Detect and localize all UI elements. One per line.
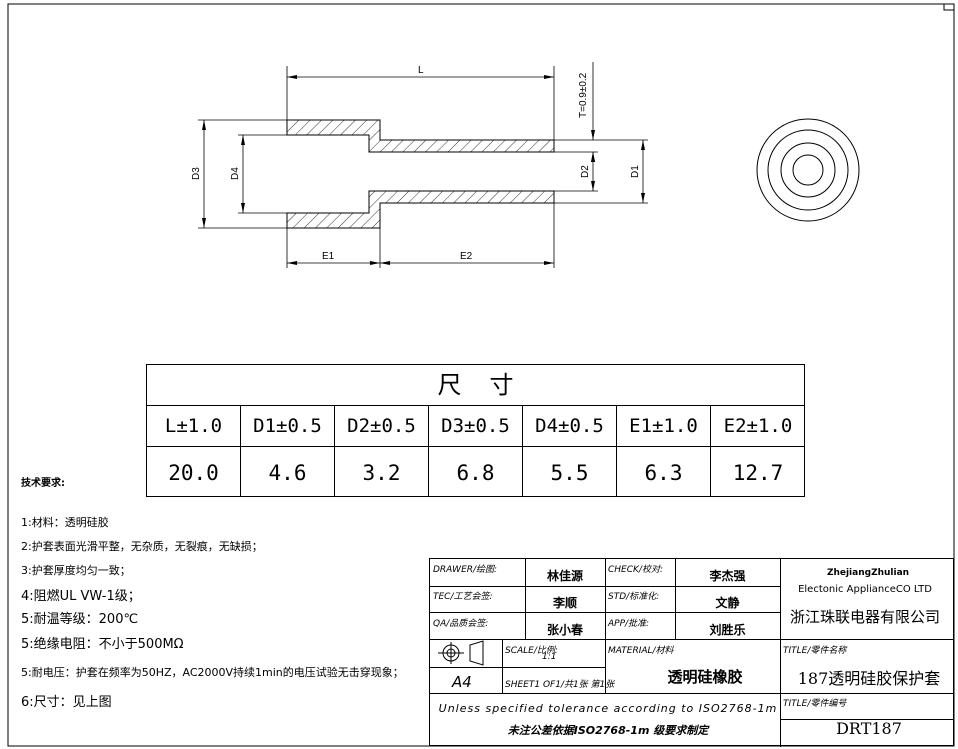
drawing-frame (7, 3, 955, 747)
requirement-item: 2:护套表面光滑平整，无杂质，无裂痕，无缺损； (21, 540, 263, 553)
app-label: APP/批准: (608, 619, 650, 629)
std-value: 文静 (715, 596, 740, 610)
sleeve-wall-top (286, 119, 555, 153)
requirement-item: 5:绝缘电阻：不小于500MΩ (21, 637, 184, 652)
requirements-heading: 技术要求: (21, 478, 65, 489)
check-label: CHECK/校对: (608, 565, 663, 575)
dim-value-d4: 5.5 (523, 447, 617, 497)
dimension-table: 尺寸 L±1.0 D1±0.5 D2±0.5 D3±0.5 D4±0.5 E1±… (146, 364, 805, 497)
requirement-item: 5:耐电压：护套在频率为50HZ，AC2000V持续1min的电压试验无击穿现象… (21, 666, 404, 679)
check-value: 李杰强 (709, 569, 746, 583)
company-name-cn: 浙江珠联电器有限公司 (789, 608, 940, 626)
dim-header-e1: E1±1.0 (617, 406, 711, 447)
title-value: 187透明硅胶保护套 (797, 669, 941, 688)
dim-header-d1: D1±0.5 (241, 406, 335, 447)
dim-header-d3: D3±0.5 (429, 406, 523, 447)
dim-value-d1: 4.6 (241, 447, 335, 497)
dim-value-l: 20.0 (147, 447, 241, 497)
company-name-en-2: Electonic ApplianceCO LTD (798, 584, 932, 595)
projection-symbol-icon (438, 640, 484, 666)
company-name-en-1: ZhejiangZhulian (826, 568, 910, 578)
tolerance-en: Unless specified tolerance according to … (438, 702, 778, 715)
tec-label: TEC/工艺会签: (433, 592, 493, 602)
tec-value: 李顺 (552, 596, 577, 610)
drawer-value: 林佳源 (546, 569, 583, 583)
part-number-label: TITLE/零件编号 (783, 699, 847, 709)
sheet-label: SHEET1 OF1/共1张 第1张 (505, 680, 615, 690)
sleeve-section-view (286, 119, 555, 229)
dim-label-d1: D1 (630, 165, 641, 178)
requirement-item: 4:阻燃UL VW-1级； (21, 589, 141, 604)
std-label: STD/标准化: (608, 592, 660, 602)
dim-value-d3: 6.8 (429, 447, 523, 497)
dim-label-d2: D2 (580, 165, 591, 178)
dim-header-e2: E2±1.0 (711, 406, 805, 447)
drawer-label: DRAWER/绘图: (433, 565, 498, 575)
title-label: TITLE/零件名称 (783, 646, 847, 656)
dim-header-d2: D2±0.5 (335, 406, 429, 447)
part-number-value: DRT187 (836, 719, 902, 738)
dim-header-l: L±1.0 (147, 406, 241, 447)
dim-value-e1: 6.3 (617, 447, 711, 497)
qa-label: QA/品质会签: (433, 619, 489, 629)
app-value: 刘胜乐 (709, 623, 746, 637)
material-label: MATERIAL/材料 (608, 646, 674, 656)
scale-value: 1:1 (542, 652, 557, 662)
tolerance-cn: 未注公差依据ISO2768-1m 级要求制定 (507, 724, 709, 737)
dim-label-t: T=0.9±0.2 (578, 72, 589, 118)
paper-size: A4 (452, 673, 472, 691)
dim-label-d3: D3 (191, 167, 202, 180)
qa-value: 张小春 (546, 623, 583, 637)
dim-label-e2: E2 (460, 251, 473, 262)
dim-value-d2: 3.2 (335, 447, 429, 497)
material-value: 透明硅橡胶 (667, 668, 743, 686)
dimension-table-title: 尺寸 (147, 365, 804, 406)
sleeve-end-view (756, 118, 860, 222)
dim-header-d4: D4±0.5 (523, 406, 617, 447)
dim-value-e2: 12.7 (732, 461, 784, 485)
dim-label-d4: D4 (230, 167, 241, 180)
corner-mark (943, 3, 955, 11)
scale-label: SCALE/比例: (505, 646, 558, 656)
title-block: DRAWER/绘图: 林佳源 CHECK/校对: 李杰强 TEC/工艺会签: 李… (429, 558, 954, 747)
requirement-item: 6:尺寸：见上图 (21, 695, 112, 710)
dim-label-l: L (418, 65, 424, 76)
requirement-item: 3:护套厚度均匀一致； (21, 564, 131, 577)
sleeve-wall-bottom (286, 190, 555, 229)
requirement-item: 5:耐温等级：200℃ (21, 612, 139, 627)
dim-label-e1: E1 (322, 251, 335, 262)
requirement-item: 1:材料：透明硅胶 (21, 516, 109, 529)
